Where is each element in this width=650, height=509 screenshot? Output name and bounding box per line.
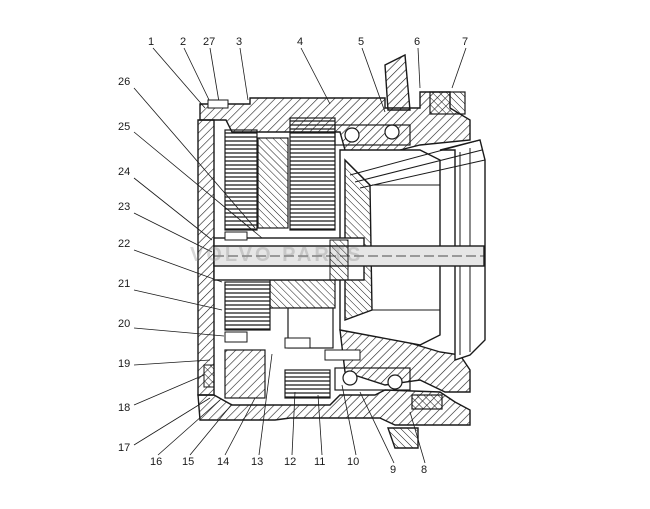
part-label-13: 13 xyxy=(251,456,264,468)
part-label-5: 5 xyxy=(358,36,365,48)
part-label-3: 3 xyxy=(236,36,243,48)
part-label-19: 19 xyxy=(118,358,131,370)
part-label-18: 18 xyxy=(118,402,131,414)
part-label-4: 4 xyxy=(297,36,304,48)
gear-stack xyxy=(224,117,336,399)
part-label-23: 23 xyxy=(118,201,131,213)
bearings xyxy=(334,91,466,410)
part-label-1: 1 xyxy=(148,36,155,48)
part-label-2: 2 xyxy=(180,36,187,48)
part-label-17: 17 xyxy=(118,442,131,454)
part-label-24: 24 xyxy=(118,166,131,178)
bolts xyxy=(203,99,361,388)
part-label-8: 8 xyxy=(421,464,428,476)
part-label-10: 10 xyxy=(347,456,360,468)
part-label-21: 21 xyxy=(118,278,131,290)
part-label-12: 12 xyxy=(284,456,297,468)
part-label-9: 9 xyxy=(390,464,397,476)
part-label-27: 27 xyxy=(203,36,216,48)
part-label-25: 25 xyxy=(118,121,131,133)
part-label-22: 22 xyxy=(118,238,131,250)
part-label-11: 11 xyxy=(314,456,326,468)
part-label-6: 6 xyxy=(414,36,421,48)
part-label-7: 7 xyxy=(462,36,469,48)
watermark-text: VOLVO PARTS xyxy=(190,244,364,266)
part-label-16: 16 xyxy=(150,456,163,468)
part-label-26: 26 xyxy=(118,76,131,88)
part-label-15: 15 xyxy=(182,456,195,468)
part-label-20: 20 xyxy=(118,318,131,330)
part-label-14: 14 xyxy=(217,456,230,468)
